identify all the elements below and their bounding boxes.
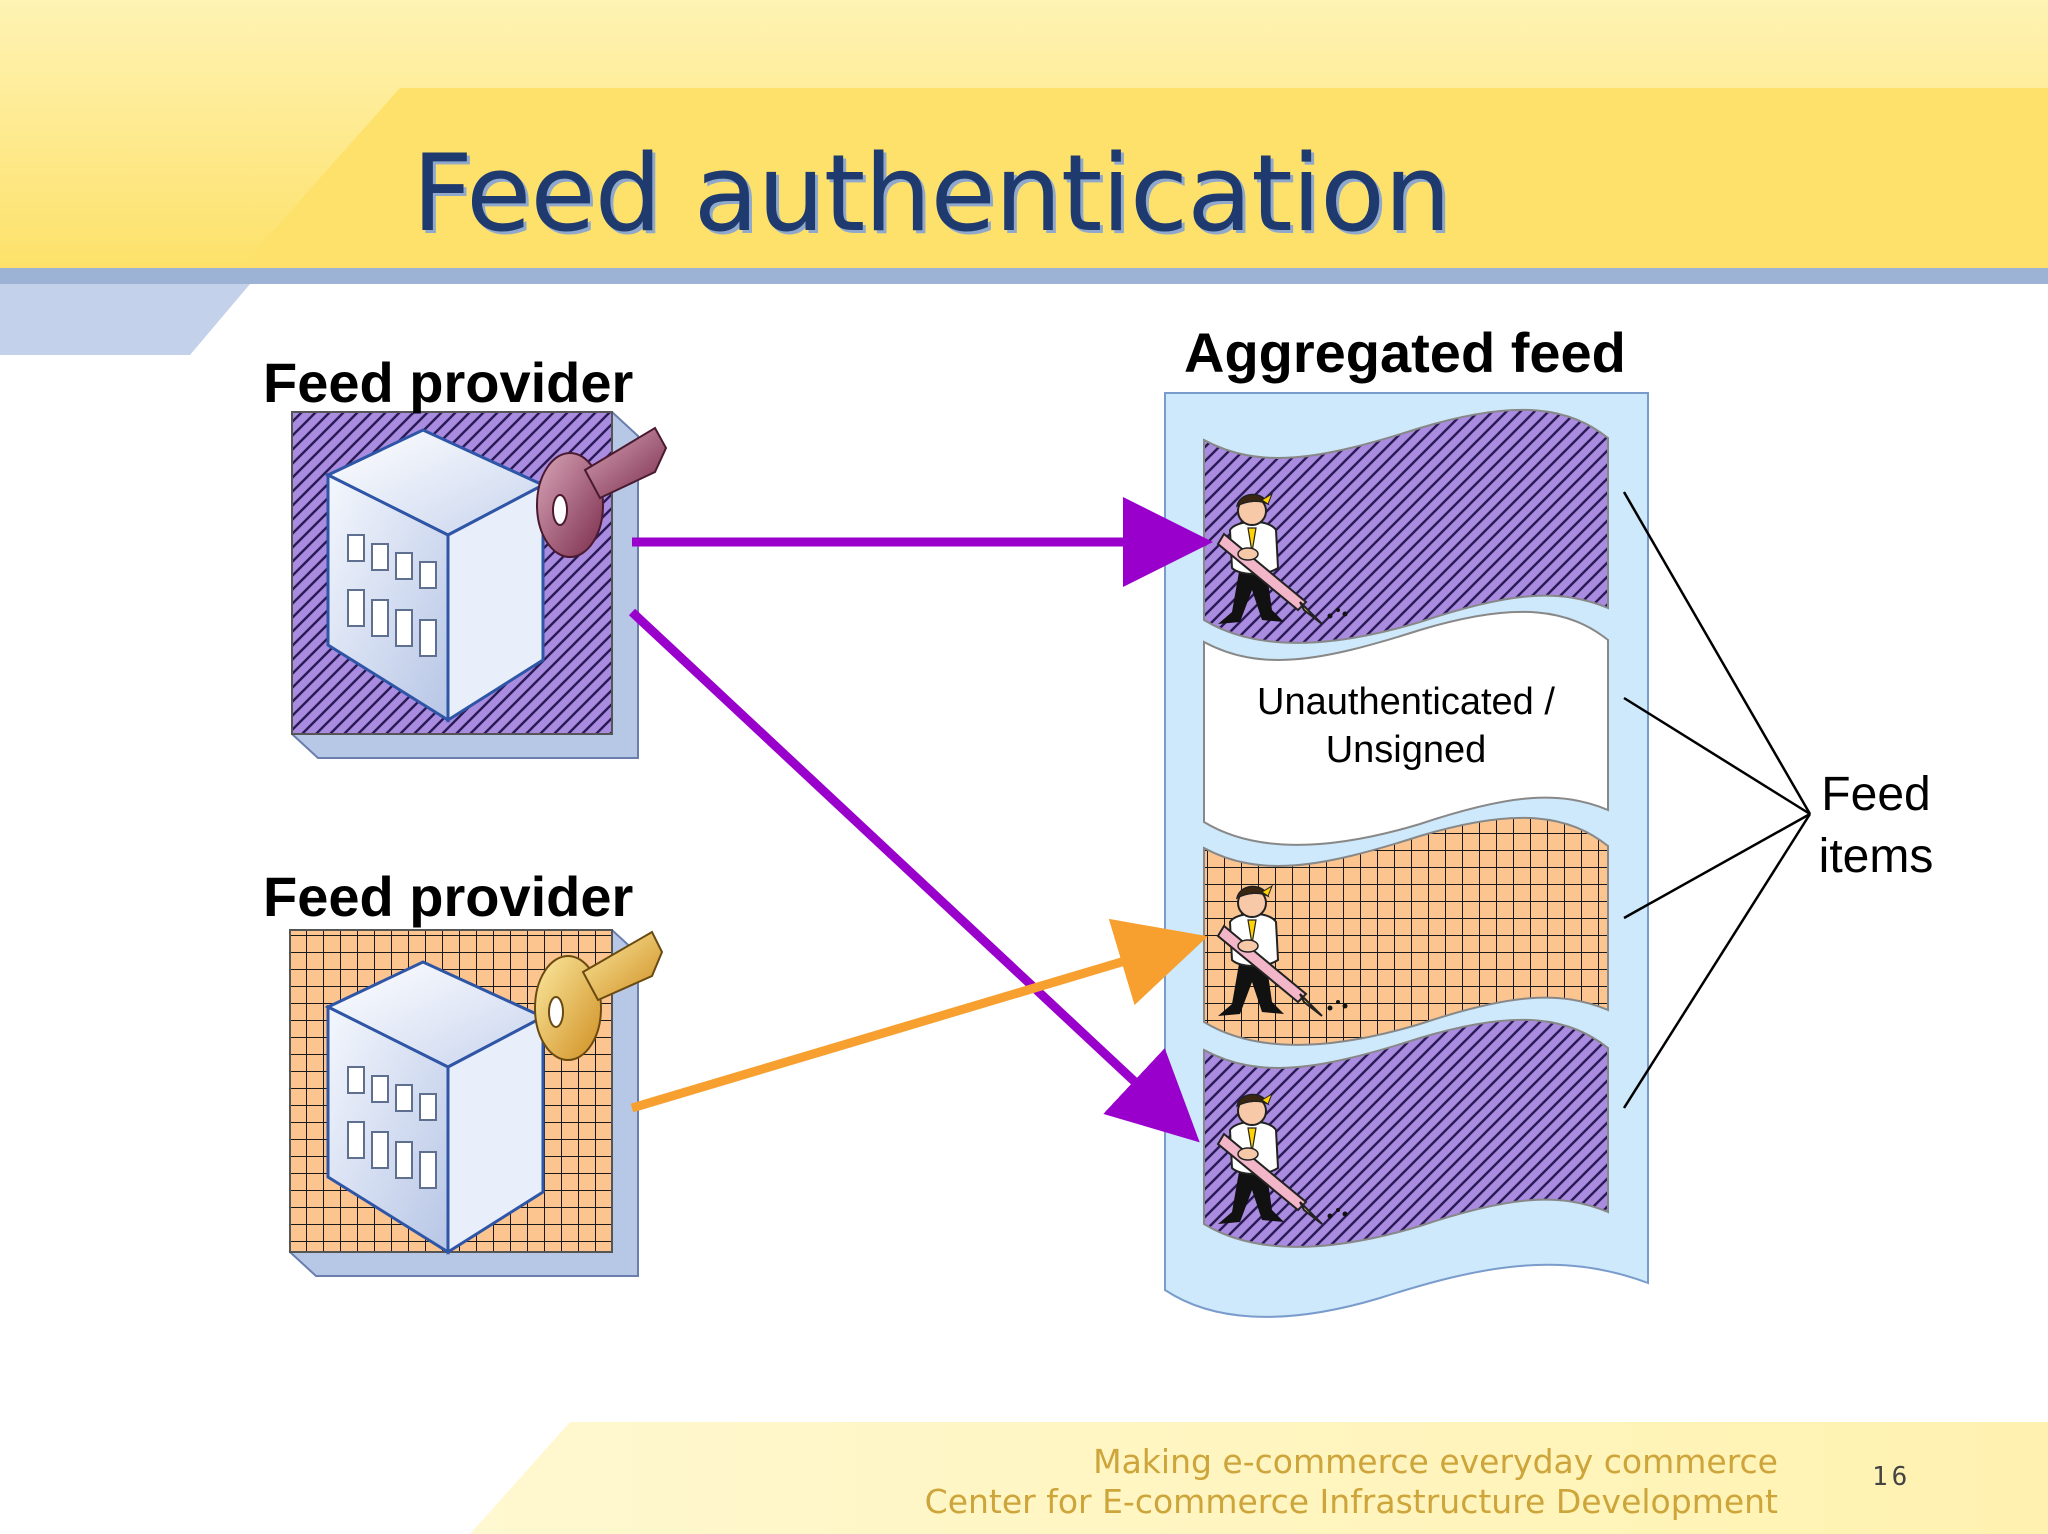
aggregated-feed-label: Aggregated feed [1184, 321, 1626, 384]
feed-provider-purple [291, 411, 668, 759]
header-banner [0, 0, 2048, 355]
footer-tagline: Making e-commerce everyday commerce [1093, 1442, 1778, 1481]
unsigned-line-2: Unsigned [1325, 729, 1487, 771]
feed-provider-label-bottom: Feed provider [263, 865, 634, 928]
feed-item-signed-orange [1203, 816, 1609, 1046]
feed-provider-label-top: Feed provider [263, 351, 634, 414]
key-icon [534, 930, 664, 1061]
feed-items-label: Feed items [1806, 764, 1946, 888]
feed-items-bracket [1622, 491, 1812, 1109]
page-number: 16 [1872, 1462, 1912, 1492]
page-title: Feed authentication [412, 132, 1451, 255]
footer-band [470, 1422, 2048, 1534]
arrow-orange-to-item-3 [630, 918, 1208, 1113]
key-icon [536, 426, 668, 558]
unsigned-item-text: Unauthenticated / Unsigned [1214, 678, 1598, 774]
aggregated-feed [1164, 392, 1649, 1318]
feed-items-line-1: Feed [1821, 768, 1931, 821]
feed-provider-orange [289, 929, 664, 1277]
feed-items-line-2: items [1818, 830, 1934, 883]
unsigned-line-1: Unauthenticated / [1257, 681, 1555, 723]
arrow-purple-to-item-4 [628, 608, 1200, 1143]
footer-organization: Center for E-commerce Infrastructure Dev… [924, 1482, 1778, 1521]
feed-item-signed-purple-2 [1203, 1018, 1609, 1248]
feed-item-signed-purple [1203, 408, 1609, 644]
feed-item-unsigned [1203, 610, 1609, 846]
